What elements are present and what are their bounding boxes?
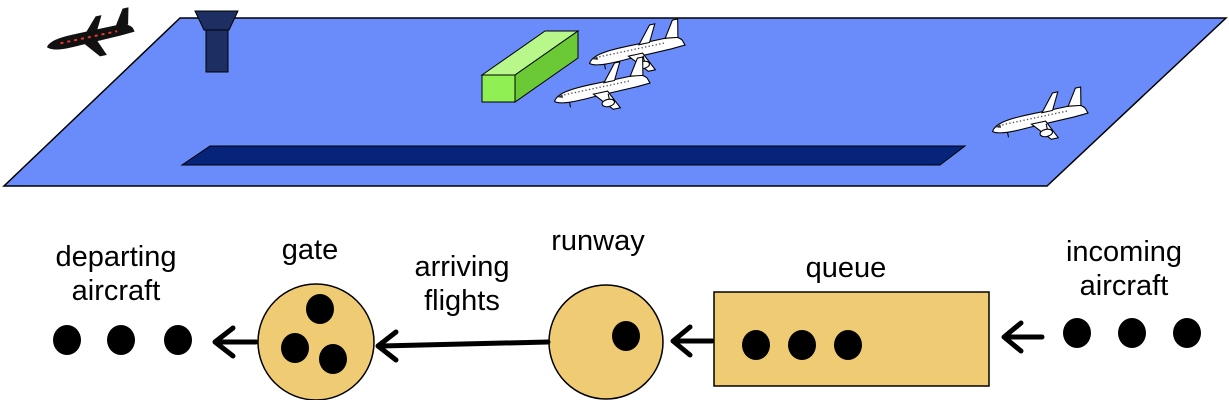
control-tower-icon (194, 10, 239, 73)
departing-aircraft-dot (53, 325, 81, 355)
arriving-label-line1: arriving (414, 251, 510, 283)
arriving-label-line2: flights (424, 285, 500, 317)
runway-strip (180, 145, 967, 166)
gate-aircraft-dot (306, 294, 334, 324)
terminal-building-icon (480, 30, 580, 103)
queue-aircraft-dot (788, 330, 816, 360)
departing-label-line2: aircraft (71, 275, 161, 307)
queue-aircraft-dot (834, 330, 862, 360)
departing-aircraft-dot (164, 325, 192, 355)
runway-aircraft-dot (612, 321, 640, 351)
flow-arrow-gate-to-departing (212, 325, 259, 359)
airplane-icon (46, 7, 135, 57)
departing-label-line1: departing (55, 241, 177, 273)
departing-aircraft-dot (107, 325, 135, 355)
incoming-aircraft-dot (1173, 318, 1201, 348)
flow-arrow-incoming-to-queue (1001, 320, 1045, 354)
arriving-flights-label: arriving flights (414, 250, 509, 318)
departing-aircraft-label: departing aircraft (56, 240, 177, 308)
runway-node (548, 284, 664, 400)
incoming-label-line2: aircraft (1079, 270, 1169, 302)
incoming-aircraft-dot (1118, 318, 1146, 348)
gate-aircraft-dot (281, 333, 309, 363)
flow-arrow-queue-to-runway (670, 324, 715, 358)
gate-label: gate (281, 234, 339, 266)
incoming-aircraft-label: incoming aircraft (1066, 235, 1182, 303)
queue-label: queue (805, 252, 887, 284)
gate-aircraft-dot (319, 344, 347, 374)
incoming-label-line1: incoming (1065, 236, 1183, 268)
incoming-aircraft-dot (1063, 318, 1091, 348)
queue-aircraft-dot (742, 330, 770, 360)
flow-arrow-runway-to-gate (375, 329, 551, 363)
runway-label: runway (551, 225, 645, 257)
